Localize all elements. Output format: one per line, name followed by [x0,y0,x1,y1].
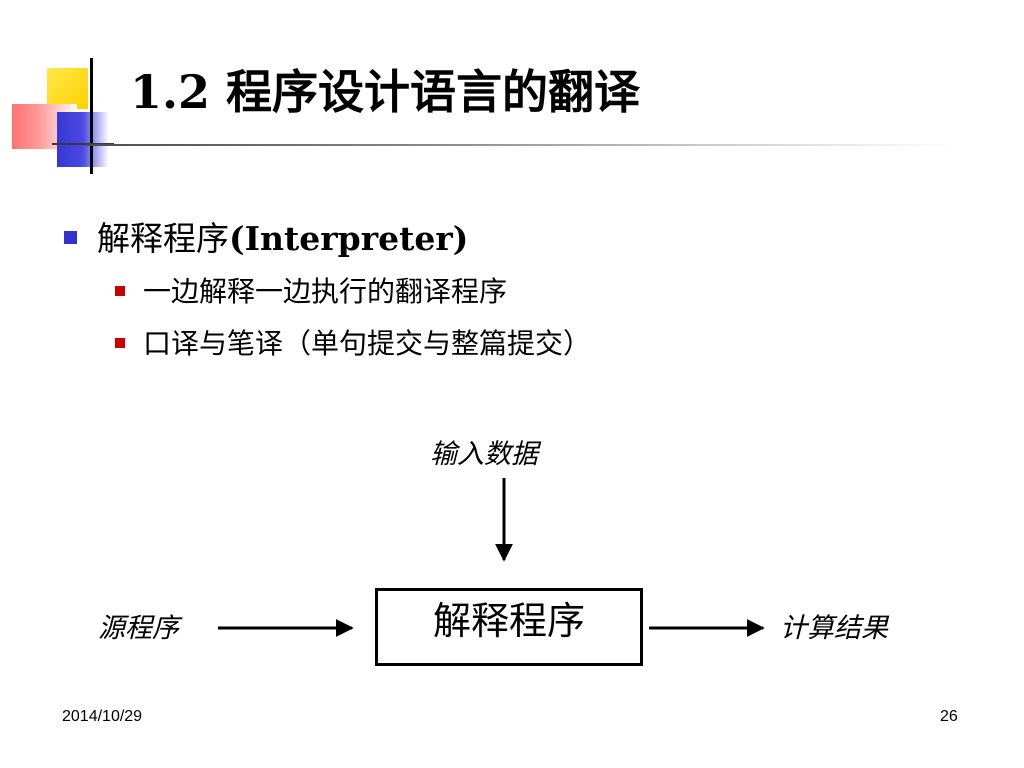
decorative-vertical-line [90,58,93,174]
title-underline-rule [86,144,960,146]
decorative-blue-square [57,112,109,167]
red-square-bullet-icon [115,337,125,348]
bullet-label-en: (Interpreter) [229,219,469,258]
bullet-interpreter: 解释程序(Interpreter) [64,215,468,263]
footer-date: 2014/10/29 [62,708,143,725]
decorative-short-rule [52,143,114,145]
decorative-yellow-square [47,68,88,109]
sub-bullet-text: 口译与笔译（单句提交与整篇提交） [143,327,592,360]
input-data-label: 输入数据 [430,439,538,470]
red-square-bullet-icon [115,285,125,296]
source-program-label: 源程序 [98,613,179,644]
slide-title: 1.2 程序设计语言的翻译 [130,65,641,119]
blue-square-bullet-icon [64,230,77,244]
sub-bullet-2: 口译与笔译（单句提交与整篇提交） [115,323,591,365]
page-number: 26 [940,708,958,725]
bullet-label-cn: 解释程序 [97,219,229,258]
sub-bullet-text: 一边解释一边执行的翻译程序 [143,275,508,308]
result-label: 计算结果 [780,613,888,644]
interpreter-box-label: 解释程序 [432,599,585,643]
interpreter-box: 解释程序 [375,588,643,666]
sub-bullet-1: 一边解释一边执行的翻译程序 [115,271,507,313]
